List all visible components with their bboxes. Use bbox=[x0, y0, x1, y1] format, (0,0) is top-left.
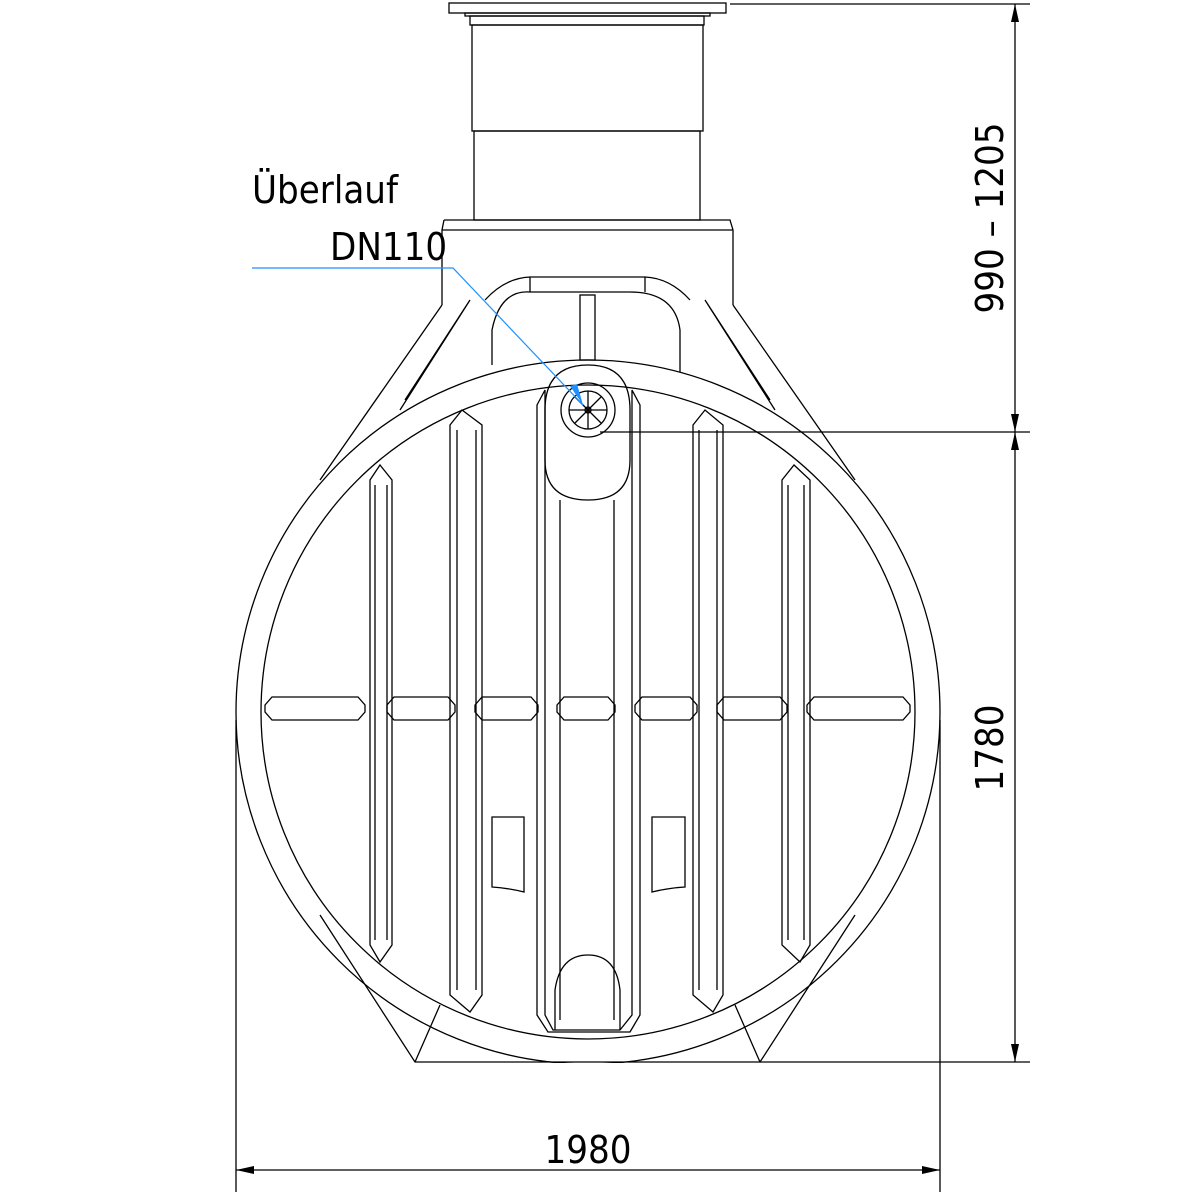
dome-collar bbox=[441, 219, 734, 305]
vertical-ribs bbox=[369, 389, 811, 1033]
shaft-upper bbox=[471, 24, 704, 132]
dimension-tank-height: 1780 bbox=[968, 705, 1012, 792]
window-right bbox=[651, 816, 686, 893]
tank-inner bbox=[260, 384, 916, 1040]
overflow-leader bbox=[252, 267, 584, 406]
dome-body bbox=[319, 276, 856, 481]
tank-outer bbox=[235, 359, 941, 1065]
leader-arrowhead bbox=[570, 384, 583, 405]
shaft-lower bbox=[473, 130, 701, 221]
dimension-lines bbox=[235, 3, 1030, 1192]
window-left bbox=[491, 816, 525, 893]
manhole-shaft bbox=[441, 2, 734, 305]
dimension-tank-width: 1980 bbox=[545, 1128, 632, 1172]
tank-feet bbox=[319, 914, 856, 1063]
overflow-size: DN110 bbox=[330, 225, 447, 269]
horizontal-ribs bbox=[264, 696, 911, 721]
overflow-title: Überlauf bbox=[252, 168, 399, 212]
overflow-pipe bbox=[544, 364, 631, 501]
dimension-shaft-height: 990 – 1205 bbox=[968, 122, 1012, 313]
cover-lid bbox=[448, 2, 727, 14]
